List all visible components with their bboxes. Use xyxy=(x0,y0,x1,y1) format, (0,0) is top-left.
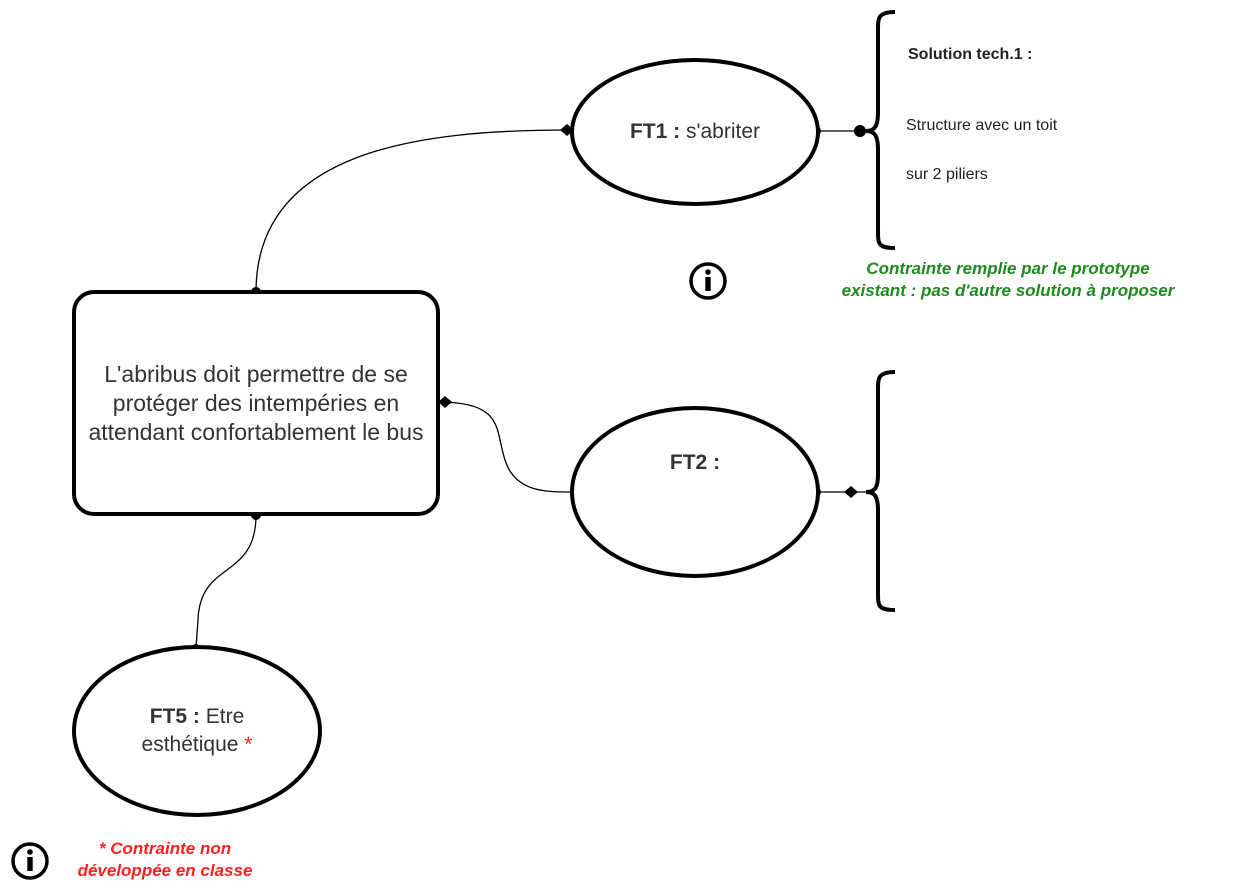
solution-line-1: Structure avec un toit xyxy=(906,117,1058,134)
note-constraint-fulfilled: Contrainte remplie par le prototype exis… xyxy=(766,258,1250,302)
ft5-star: * xyxy=(244,733,253,756)
info-icon xyxy=(11,842,49,880)
solution-title: Solution tech.1 : xyxy=(908,46,1033,63)
solution-line-2: sur 2 piliers xyxy=(906,166,988,183)
connector-main-ft5 xyxy=(195,514,257,649)
ft1-node: FT1 : s'abriter xyxy=(570,58,820,206)
connector-main-ft1 xyxy=(255,129,569,293)
ft2-content: FT2 : xyxy=(670,449,720,477)
info-icon xyxy=(689,262,727,300)
ft5-node: FT5 : Etre esthétique * xyxy=(72,645,322,817)
note-green-line-2: existant : pas d'autre solution à propos… xyxy=(841,281,1175,300)
ft5-content: FT5 : Etre esthétique * xyxy=(117,703,277,759)
ft5-label: FT5 : xyxy=(149,705,200,728)
main-function-text: L'abribus doit permettre de se protéger … xyxy=(88,360,424,445)
connector-diamond xyxy=(844,486,858,498)
ft2-label: FT2 : xyxy=(669,451,721,474)
main-function-box: L'abribus doit permettre de se protéger … xyxy=(72,290,440,516)
ft5-text: Etre esthétique xyxy=(141,705,245,756)
ft1-text: s'abriter xyxy=(685,120,761,143)
brace-solution-ft1 xyxy=(865,10,896,250)
connector-dot xyxy=(854,125,866,137)
ft1-label: FT1 : xyxy=(629,120,681,143)
ft2-node: FT2 : xyxy=(570,406,820,578)
brace-solution-ft2 xyxy=(865,370,896,612)
connector-main-ft2 xyxy=(437,401,573,493)
note-constraint-not-developed: * Contrainte non développée en classe xyxy=(60,838,270,882)
ft1-content: FT1 : s'abriter xyxy=(630,118,760,146)
note-red-line-1: * Contrainte non xyxy=(98,839,232,858)
connector-diamond xyxy=(438,396,452,408)
note-red-line-2: développée en classe xyxy=(77,861,253,880)
note-green-line-1: Contrainte remplie par le prototype xyxy=(866,259,1150,278)
